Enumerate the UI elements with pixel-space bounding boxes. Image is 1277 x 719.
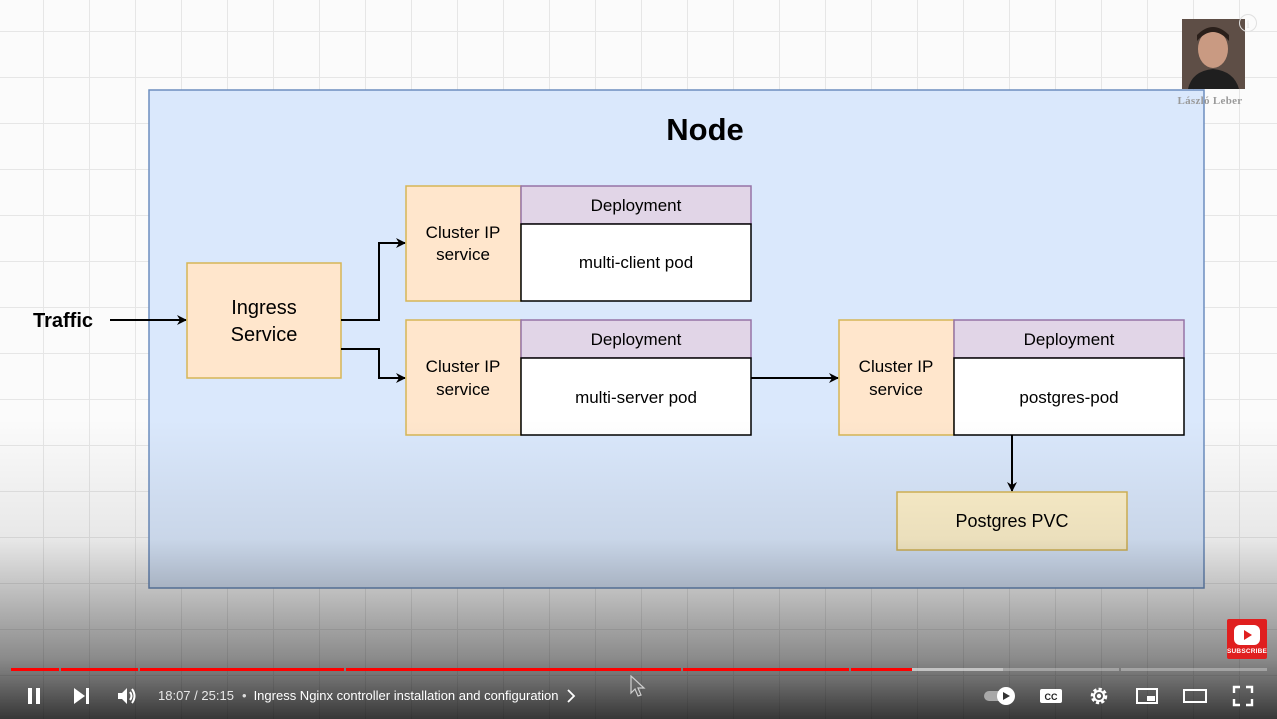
cluster-ip-service-line2: service	[436, 380, 490, 399]
miniplayer-icon	[1136, 688, 1158, 704]
volume-button[interactable]	[111, 676, 143, 716]
progress-segment	[851, 668, 912, 671]
deployment-label: Deployment	[591, 330, 682, 349]
client-group: Cluster IP service Deployment multi-clie…	[405, 185, 752, 302]
postgres-group: Cluster IP service Deployment postgres-p…	[838, 319, 1185, 436]
chapter-title: Ingress Nginx controller installation an…	[253, 688, 559, 703]
svg-text:CC: CC	[1045, 692, 1058, 702]
next-icon	[74, 688, 89, 704]
pause-button[interactable]	[18, 676, 50, 716]
chevron-right-icon	[566, 688, 575, 703]
subtitles-button[interactable]: CC	[1035, 676, 1067, 716]
theater-mode-icon	[1183, 689, 1207, 703]
progress-segment	[911, 668, 1004, 671]
deployment-header	[520, 185, 752, 225]
autoplay-toggle[interactable]	[982, 676, 1018, 716]
creator-signature: László Leber	[1177, 95, 1243, 107]
cluster-ip-service-line2: service	[436, 245, 490, 264]
pod-box	[520, 223, 752, 302]
ingress-to-server-arrow	[341, 348, 406, 383]
cluster-ip-service-line2: service	[869, 380, 923, 399]
next-button[interactable]	[65, 676, 97, 716]
deployment-label: Deployment	[1024, 330, 1115, 349]
separator-dot: •	[242, 688, 247, 703]
time-display: 18:07 / 25:15	[158, 688, 234, 703]
progress-segment	[1121, 668, 1267, 671]
pod-label: postgres-pod	[1019, 388, 1118, 407]
progress-bar[interactable]	[11, 668, 1267, 672]
duration: 25:15	[201, 688, 234, 703]
server-group: Cluster IP service Deployment multi-serv…	[405, 319, 752, 436]
deployment-header	[953, 319, 1185, 359]
time-separator: /	[190, 688, 202, 703]
subscribe-label: SUBSCRIBE	[1227, 648, 1268, 655]
creator-avatar	[1182, 19, 1245, 89]
autoplay-toggle-icon	[984, 687, 1015, 705]
chapter-button[interactable]: • Ingress Nginx controller installation …	[242, 688, 576, 703]
pause-icon	[28, 688, 40, 704]
closed-captions-icon: CC	[1040, 689, 1062, 703]
mouse-cursor-icon	[630, 675, 646, 697]
cluster-ip-service-line1: Cluster IP	[859, 357, 934, 376]
cluster-ip-service-box	[838, 319, 955, 436]
settings-button[interactable]	[1083, 676, 1115, 716]
progress-segment	[346, 668, 681, 671]
progress-segment	[140, 668, 344, 671]
gear-icon	[1090, 687, 1108, 705]
theater-mode-button[interactable]	[1179, 676, 1211, 716]
ingress-service-line2: Service	[231, 324, 298, 346]
deployment-label: Deployment	[591, 196, 682, 215]
volume-icon	[118, 688, 136, 704]
miniplayer-button[interactable]	[1131, 676, 1163, 716]
subscribe-button[interactable]: SUBSCRIBE	[1227, 619, 1267, 659]
ingress-service-box	[186, 262, 342, 379]
progress-segment	[61, 668, 138, 671]
cluster-ip-service-line1: Cluster IP	[426, 223, 501, 242]
postgres-pvc-label: Postgres PVC	[955, 511, 1068, 531]
pod-label: multi-server pod	[575, 388, 697, 407]
pod-label: multi-client pod	[579, 253, 693, 272]
fullscreen-icon	[1232, 685, 1254, 707]
progress-segment	[683, 668, 849, 671]
progress-segment	[11, 668, 59, 671]
cluster-ip-service-box	[405, 185, 522, 302]
progress-segment	[1003, 668, 1119, 671]
traffic-label: Traffic	[33, 310, 93, 332]
info-icon[interactable]: i	[1239, 14, 1257, 32]
ingress-service-line1: Ingress	[231, 297, 297, 319]
fullscreen-button[interactable]	[1227, 676, 1259, 716]
player-controls: 18:07 / 25:15 • Ingress Nginx controller…	[0, 676, 1277, 716]
cluster-ip-service-box	[405, 319, 522, 436]
cluster-ip-service-line1: Cluster IP	[426, 357, 501, 376]
youtube-logo-icon	[1234, 625, 1260, 645]
node-title: Node	[666, 112, 744, 147]
current-time: 18:07	[158, 688, 191, 703]
ingress-to-client-arrow	[341, 238, 406, 321]
